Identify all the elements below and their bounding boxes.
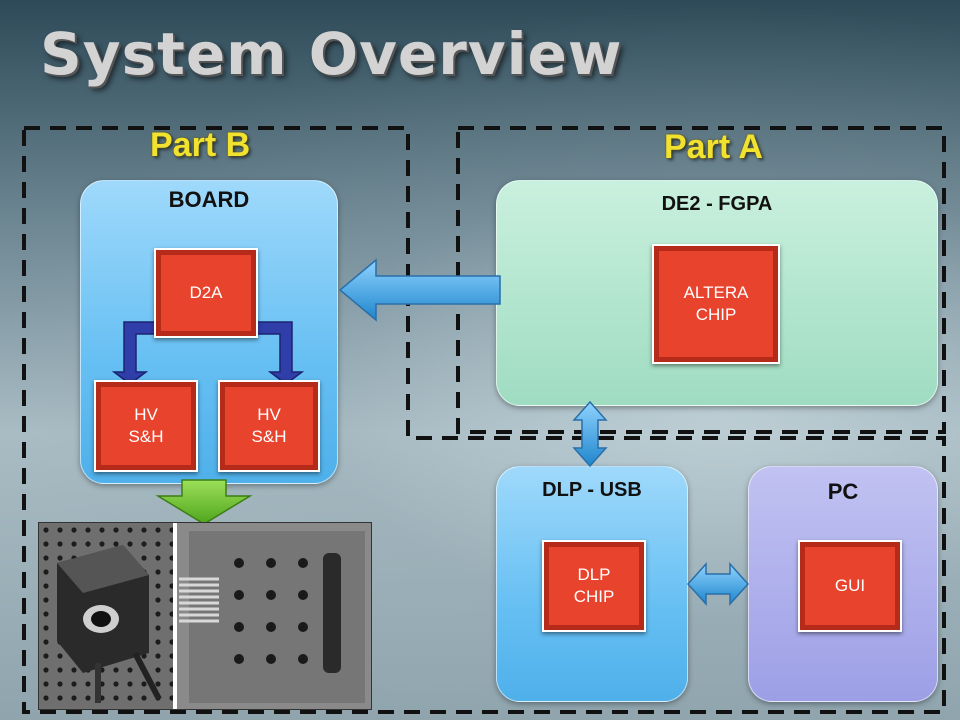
altera-chip: ALTERA CHIP (652, 244, 780, 364)
board-title: BOARD (168, 187, 250, 212)
dlp-chip-label: DLP CHIP (573, 565, 615, 606)
dlp-title: DLP - USB (542, 479, 642, 501)
hv-right-chip-label: HV S&H (251, 405, 287, 446)
link-arrow-de2-dlp (572, 400, 608, 468)
de2-title: DE2 - FGPA (661, 193, 773, 215)
part-b-boundary (22, 126, 946, 714)
de2-box: DE2 - FGPA (496, 180, 938, 406)
link-arrow-dlp-pc (686, 562, 750, 606)
gui-chip: GUI (798, 540, 902, 632)
hv-left-chip: HV S&H (94, 380, 198, 472)
hv-left-chip-label: HV S&H (128, 405, 164, 446)
part-a-boundary (456, 126, 946, 434)
dlp-chip: DLP CHIP (542, 540, 646, 632)
pc-box: PC (748, 466, 938, 702)
connector-d2a-hv-left (111, 321, 161, 385)
part-a-label: Part A (664, 128, 763, 166)
hv-right-chip: HV S&H (218, 380, 320, 472)
altera-chip-label: ALTERA CHIP (683, 283, 749, 324)
d2a-chip: D2A (154, 248, 258, 338)
data-arrow-de2-to-board (338, 258, 501, 322)
d2a-chip-label: D2A (189, 283, 223, 302)
part-b-label: Part B (150, 126, 251, 164)
gui-chip-label: GUI (834, 576, 866, 595)
pc-title: PC (827, 479, 859, 504)
down-arrow-to-photo (155, 479, 253, 525)
hardware-photo (38, 522, 372, 710)
hardware-photo-illustration (39, 523, 371, 709)
page-title: System Overview (40, 20, 623, 88)
connector-d2a-hv-right (255, 321, 305, 385)
